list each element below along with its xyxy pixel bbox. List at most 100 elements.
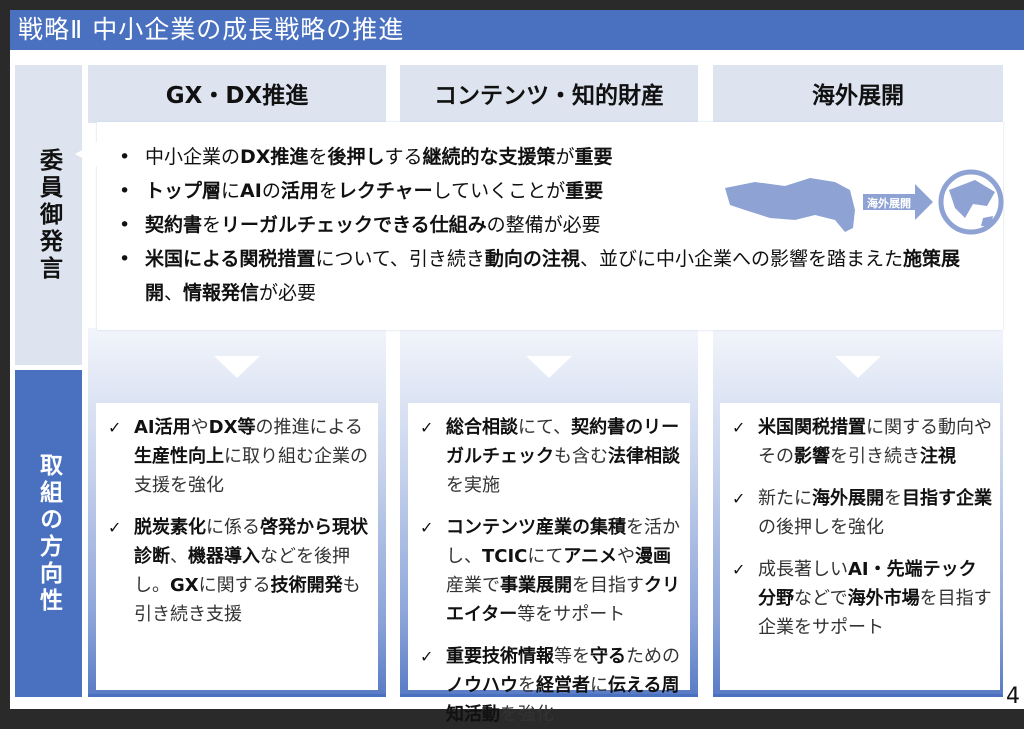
page-title: 戦略Ⅱ 中小企業の成長戦略の推進 [10,10,1024,50]
body-text: も引き続き支援 [134,575,361,625]
emphasis-text: 海外市場 [847,588,920,609]
body-text: にて、 [518,417,572,438]
body-text: を強化 [500,704,554,725]
emphasis-text: 注視 [920,446,956,467]
body-text: や [190,417,209,438]
check-icon: ✓ [420,647,434,666]
body-text: を [202,214,222,236]
comments-side-label: 委員御発言 [35,147,62,283]
emphasis-text: 動向の注視 [484,248,580,270]
emphasis-text: GX [170,575,199,596]
globe-icon [938,169,1004,235]
body-text: を [518,675,536,696]
body-text: に関する動向やその [758,417,992,467]
body-text: などで [794,588,848,609]
body-text: を目指す [572,575,644,596]
body-text: 、 [164,282,184,304]
check-icon: ✓ [732,418,746,437]
body-text: 新たに [758,488,812,509]
emphasis-text: 総合相談 [446,417,518,438]
body-text: を [318,180,338,202]
check-icon: ✓ [420,418,434,437]
emphasis-text: 機器導入 [188,546,260,567]
direction-item: ✓総合相談にて、契約書のリーガルチェックも含む法律相談を実施 [416,413,684,500]
emphasis-text: 重要 [574,146,613,168]
emphasis-text: 施策展開 [145,248,960,304]
emphasis-text: AI・先端テック分野 [758,559,977,609]
emphasis-text: 生産性向上 [134,446,224,467]
body-text: や [617,546,636,567]
body-text: していくことが [432,180,566,202]
emphasis-text: DX等 [208,417,256,438]
comment-item: 中小企業のDX推進を後押しする継続的な支援策が重要 [117,140,997,174]
down-arrow-icon [526,356,572,378]
body-text: が必要 [259,282,317,304]
body-text: の後押しを強化 [758,517,884,538]
body-text: を [884,488,902,509]
body-text: に関する [198,575,271,596]
arrow-icon [863,184,933,220]
emphasis-text: 経営者 [536,675,590,696]
emphasis-text: 技術開発 [270,575,343,596]
emphasis-text: 漫画 [635,546,672,567]
body-text: の推進による [255,417,363,438]
check-icon: ✓ [108,418,122,437]
emphasis-text: AI [240,180,262,202]
body-text: を活かし、 [446,517,680,567]
direction-item: ✓重要技術情報等を守るためのノウハウを経営者に伝える周知活動を強化 [416,642,684,729]
emphasis-text: トップ層 [145,180,222,202]
direction-item: ✓新たに海外展開を目指す企業の後押しを強化 [728,484,994,542]
emphasis-text: 米国による関税措置 [145,248,316,270]
emphasis-text: アニメ [563,546,618,567]
body-text: ための [626,646,680,667]
emphasis-text: 守る [590,646,626,667]
directions-box-contents: ✓総合相談にて、契約書のリーガルチェックも含む法律相談を実施✓コンテンツ産業の集… [408,403,690,725]
tokyo-to-world-illustration: 海外展開 [725,169,1004,235]
direction-item: ✓成長著しいAI・先端テック分野などで海外市場を目指す企業をサポート [728,555,994,642]
direction-item: ✓コンテンツ産業の集積を活かし、TCICにてアニメや漫画産業で事業展開を目指すク… [416,513,684,629]
directions-box-overseas: ✓米国関税措置に関する動向やその影響を引き続き注視✓新たに海外展開を目指す企業の… [720,403,1000,690]
emphasis-text: 後押し [327,146,385,168]
comments-side-label-panel: 委員御発言 [15,65,82,365]
body-text: に [221,180,241,202]
comment-item: 米国による関税措置について、引き続き動向の注視、並びに中小企業への影響を踏まえた… [117,242,997,310]
directions-side-label-panel: 取組の方向性 [15,370,82,697]
emphasis-text: 脱炭素化 [134,517,206,538]
emphasis-text: ノウハウ [446,675,518,696]
check-icon: ✓ [420,518,434,537]
comment-item: トップ層にAIの活用をレクチャーしていくことが重要 [117,174,997,208]
check-icon: ✓ [732,489,746,508]
body-text: 等を [554,646,590,667]
check-icon: ✓ [732,560,746,579]
emphasis-text: レクチャー [337,180,433,202]
emphasis-text: 影響 [794,446,830,467]
body-text: を引き続き [830,446,920,467]
direction-item: ✓AI活用やDX等の推進による生産性向上に取り組む企業の支援を強化 [104,413,372,500]
body-text: に [590,675,608,696]
body-text: について、引き続き [315,248,485,270]
emphasis-text: 重要 [565,180,604,202]
emphasis-text: 契約書のリーガルチェック [446,417,680,467]
body-text: 産業で [446,575,500,596]
body-text: も含む [554,446,608,467]
body-text: を目指す企業をサポート [758,588,992,638]
down-arrow-icon [835,356,881,378]
comment-item: 契約書をリーガルチェックできる仕組みの整備が必要 [117,208,997,242]
column-header-overseas: 海外展開 [713,65,1003,123]
body-text: に取り組む企業の支援を強化 [134,446,368,496]
column-header-contents: コンテンツ・知的財産 [400,65,698,123]
emphasis-text: コンテンツ産業の集積 [446,517,626,538]
body-text: にて [527,546,564,567]
down-arrow-icon [214,356,260,378]
body-text: 等をサポート [517,604,626,625]
emphasis-text: 法律相談 [608,446,680,467]
column-header-gx-dx: GX・DX推進 [88,65,386,123]
body-text: が [555,146,575,168]
body-text: などを後押し。 [134,546,350,596]
emphasis-text: 海外展開 [812,488,884,509]
emphasis-text: 活用 [280,180,319,202]
emphasis-text: 情報発信 [183,282,260,304]
emphasis-text: TCIC [482,546,528,567]
tokyo-map-icon [725,178,855,232]
emphasis-text: リーガルチェックできる仕組み [221,214,487,236]
